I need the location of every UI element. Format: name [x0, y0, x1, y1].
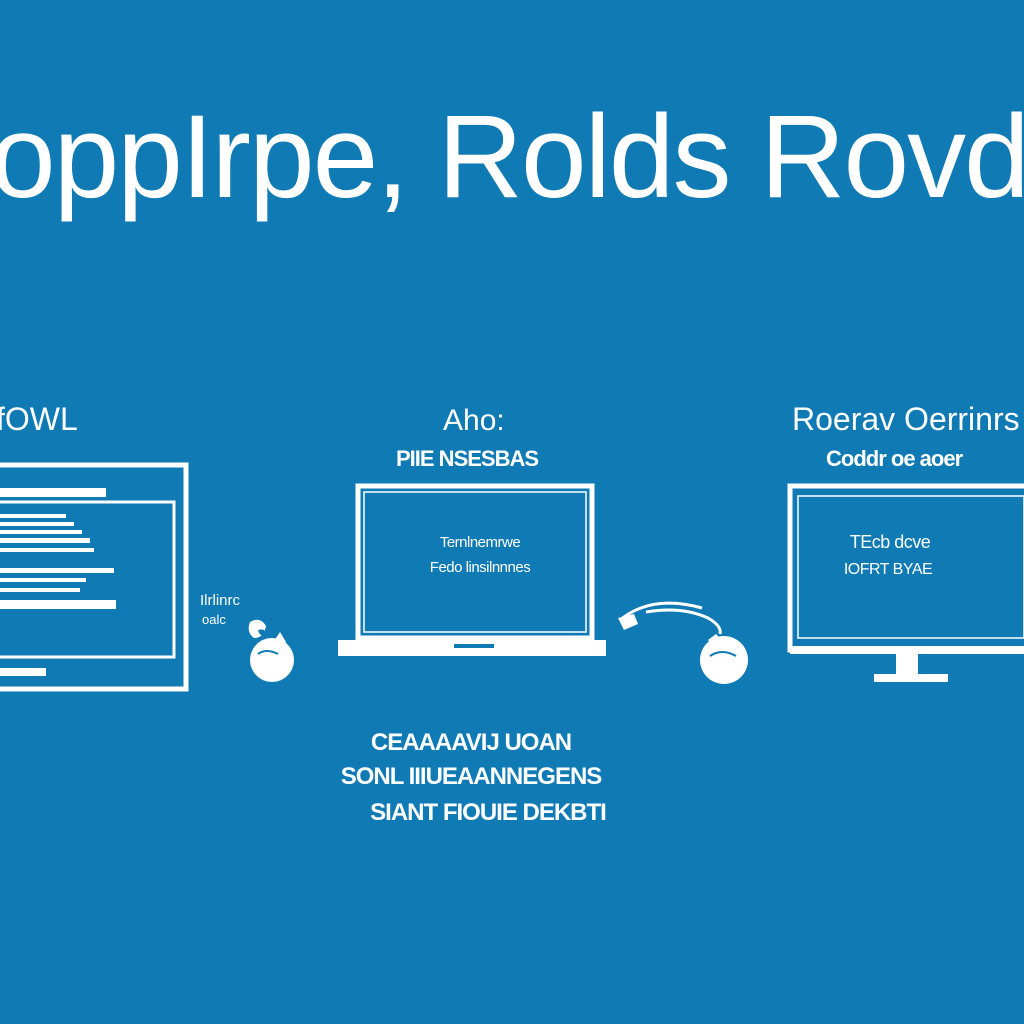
left-monitor-icon — [0, 462, 189, 692]
footer-line3: SIANT FIOUIE DEKBTI — [370, 799, 607, 826]
right-device-sublabel: Coddr oe aoer — [826, 446, 963, 471]
right-connector-icon — [618, 601, 748, 684]
center-laptop-icon — [338, 483, 606, 656]
left-globe-icon — [248, 619, 294, 682]
center-screen-line2: Fedo linsilnnnes — [429, 559, 531, 576]
right-device-label: Roerav Oerrinrs — [792, 401, 1020, 437]
footer-line2: SONL IIIUEAANNEGENS — [340, 763, 603, 790]
center-device-sublabel: PIIE NSESBAS — [396, 446, 539, 471]
left-connector-caption-2: oalc — [202, 612, 226, 627]
right-screen-line2: IOFRT BYAE — [843, 561, 933, 578]
footer-line1: CEAAAAVIJ UOAN — [370, 729, 572, 756]
left-device-label: fOWL — [0, 401, 78, 437]
headline: oppIrpe, Rolds RovdWors — [0, 92, 1024, 222]
center-screen-line1: Ternlnemrwe — [439, 534, 521, 551]
left-connector-caption-1: Ilrlinrc — [200, 592, 240, 609]
right-monitor-icon — [787, 483, 1024, 682]
center-device-label: Aho: — [443, 404, 505, 437]
right-screen-line1: TEcb dcve — [849, 532, 931, 552]
